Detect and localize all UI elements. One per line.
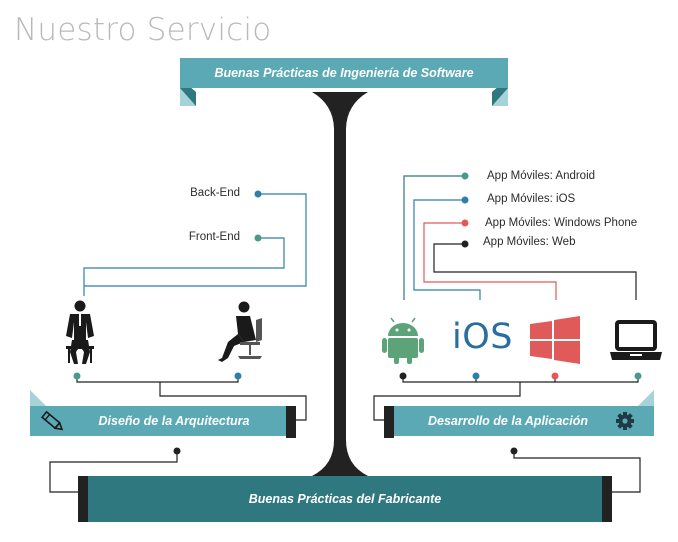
right-node-dot-4 xyxy=(634,372,642,380)
back-end-dot xyxy=(254,190,262,198)
android-icon xyxy=(382,317,424,364)
ios-logo: iOS xyxy=(452,317,513,357)
laptop-icon xyxy=(610,320,662,360)
bottom-banner-label: Buenas Prácticas del Fabricante xyxy=(248,492,442,506)
android-dot xyxy=(461,172,469,180)
page-title: Nuestro Servicio xyxy=(14,12,272,48)
left-banner-label: Diseño de la Arquitectura xyxy=(98,414,250,428)
left-banner xyxy=(30,406,296,436)
windows-icon xyxy=(530,316,580,364)
gear-icon xyxy=(616,412,634,430)
ios-dot xyxy=(461,196,469,204)
web-label: App Móviles: Web xyxy=(483,236,576,248)
right-node-dot-1 xyxy=(399,372,407,380)
pencil-icon xyxy=(40,410,64,431)
windows-phone-label: App Móviles: Windows Phone xyxy=(485,217,638,229)
right-node-dot-3 xyxy=(551,372,559,380)
left-node-dot-1 xyxy=(73,372,81,380)
right-to-bottom-line xyxy=(513,451,641,493)
front-end-label: Front-End xyxy=(188,231,240,243)
person-seated-front-icon xyxy=(66,300,94,364)
back-end-line xyxy=(84,193,307,287)
android-label: App Móviles: Android xyxy=(487,170,596,182)
windows-dot xyxy=(461,219,469,227)
front-end-dot xyxy=(254,234,262,242)
ios-label: App Móviles: iOS xyxy=(487,193,576,205)
web-dot xyxy=(461,240,469,248)
windows-line xyxy=(423,222,557,300)
back-end-label: Back-End xyxy=(190,187,240,199)
right-stem xyxy=(373,382,521,421)
top-banner-label: Buenas Prácticas de Ingeniería de Softwa… xyxy=(214,66,474,80)
front-end-line xyxy=(83,237,285,296)
right-bracket xyxy=(402,376,639,383)
right-banner xyxy=(386,406,654,436)
top-banner xyxy=(180,58,508,88)
central-pillar xyxy=(312,92,368,476)
bottom-banner xyxy=(78,476,612,522)
ios-line xyxy=(413,199,481,300)
right-node-dot-2 xyxy=(472,372,480,380)
left-bracket xyxy=(76,376,239,383)
android-line xyxy=(403,175,465,300)
person-seated-side-icon xyxy=(218,301,262,362)
left-node-dot-2 xyxy=(234,372,242,380)
left-to-bottom-line xyxy=(49,451,178,493)
web-line xyxy=(433,243,637,300)
right-banner-label: Desarrollo de la Aplicación xyxy=(427,414,588,428)
left-stem xyxy=(159,382,307,421)
